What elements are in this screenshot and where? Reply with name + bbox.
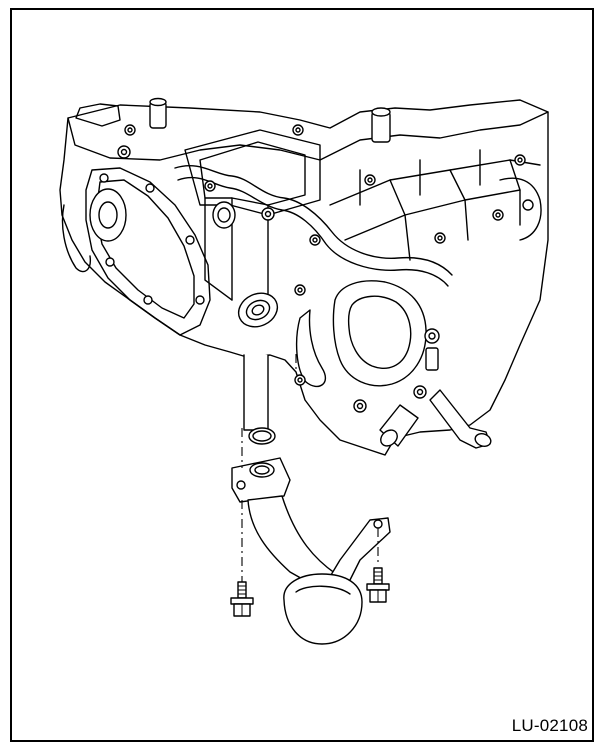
figure-code-label: LU-02108	[511, 716, 588, 735]
bolt-icon	[366, 567, 390, 603]
cylinder-block-icon	[59, 97, 549, 456]
oil-strainer-icon	[231, 457, 391, 645]
bolt-icon	[230, 581, 254, 617]
oil-pipe	[243, 354, 269, 431]
o-ring-icon	[248, 427, 276, 445]
assembly-lines	[241, 354, 379, 582]
